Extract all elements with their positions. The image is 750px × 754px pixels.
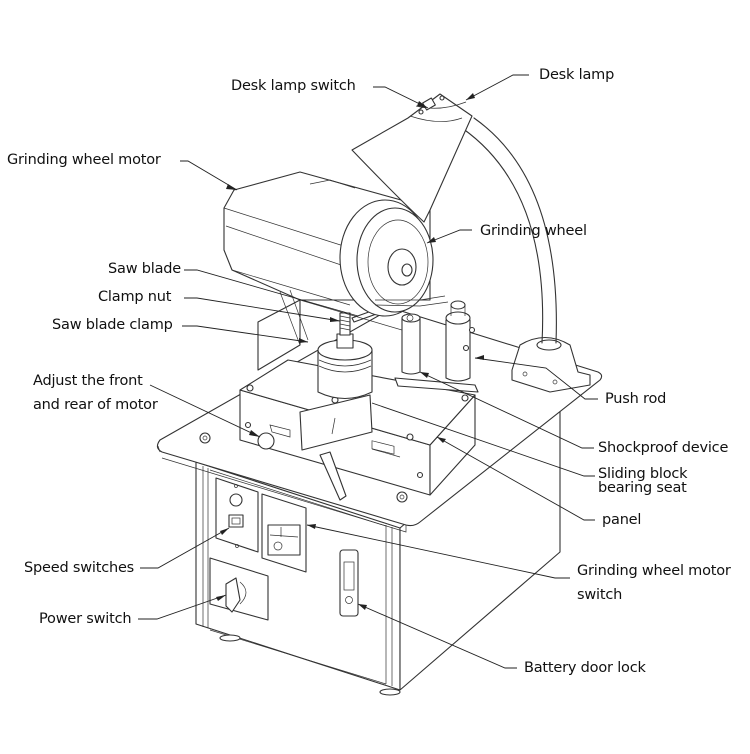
leader-sliding-block [371,402,595,477]
leader-shockproof-device [419,371,594,449]
leader-adjust-motor [149,384,261,438]
label-sliding-block-line2: bearing seat [598,480,687,496]
label-power-switch: Power switch [39,611,132,627]
sliding-block-column [401,317,421,375]
grinding-motor-switch-buttons [267,524,301,556]
shockproof-spring [445,311,471,325]
clamp-cylinder [317,349,373,400]
power-switch-handle [225,577,241,613]
label-grinding-wheel-motor-switch-line1: Grinding wheel motor [577,563,731,579]
lamp-arm-outer [461,127,544,344]
battery-door-lock [339,549,359,617]
label-battery-door-lock: Battery door lock [524,660,646,676]
label-adjust-motor-line1: Adjust the front [33,373,143,389]
rod-columns [374,295,479,393]
label-speed-switches: Speed switches [24,560,135,576]
shockproof-column [445,319,471,382]
foot [219,634,241,642]
leader-power-switch [138,594,227,620]
tray-lever [319,451,347,501]
leader-saw-blade [184,269,359,317]
label-adjust-motor-line2: and rear of motor [33,397,158,413]
screw [396,491,408,503]
leader-saw-blade-clamp [182,325,309,343]
leader-clamp-nut [184,297,341,322]
label-push-rod: Push rod [605,391,667,407]
label-grinding-wheel-motor: Grinding wheel motor [7,152,161,168]
power-switch-plate [209,557,269,621]
label-grinding-wheel-motor-switch-line2: switch [577,587,623,603]
leader-lines [138,74,598,669]
label-grinding-wheel: Grinding wheel [480,223,587,239]
label-panel: panel [602,512,642,528]
control-box [239,359,476,501]
adjust-knob [257,432,275,450]
leader-push-rod [474,357,598,400]
label-desk-lamp: Desk lamp [539,67,615,83]
speed-knob [229,493,243,507]
leader-panel [436,436,595,521]
leader-desk-lamp [465,74,529,101]
label-shockproof-device: Shockproof device [598,440,729,456]
label-clamp-nut: Clamp nut [98,289,172,305]
leader-grinding-wheel-motor-switch [306,524,570,579]
leader-battery-door-lock [357,603,517,669]
lamp-shade [351,93,473,223]
leader-speed-switches [140,527,230,569]
label-sliding-block-line1: Sliding block [598,466,688,482]
wheel-nut [401,263,413,277]
leader-grinding-wheel [426,229,472,244]
sliding-tray [299,394,373,451]
front-controls [209,477,359,621]
desk-lamp-assembly [351,93,591,393]
label-desk-lamp-switch: Desk lamp switch [231,78,356,94]
foot [379,688,401,696]
label-saw-blade: Saw blade [108,261,182,277]
leader-desk-lamp-switch [373,86,429,109]
clamp-nut-hex [336,333,354,349]
grinding-wheel-assembly [339,199,434,317]
lamp-base [511,336,591,393]
lamp-arm-inner [473,117,557,344]
speed-switch [228,514,244,528]
screw [199,432,211,444]
label-saw-blade-clamp: Saw blade clamp [52,317,173,333]
leader-grinding-wheel-motor [180,160,238,191]
